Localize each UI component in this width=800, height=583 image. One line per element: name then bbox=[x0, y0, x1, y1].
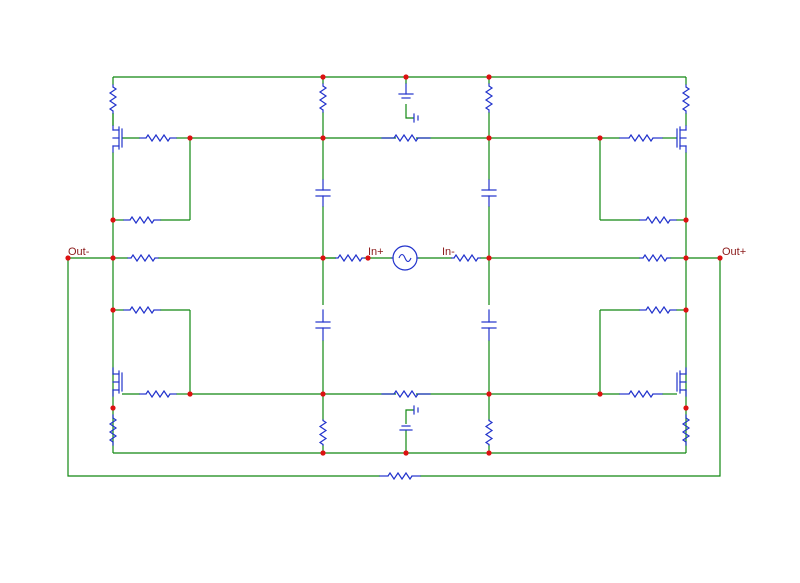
junction-node bbox=[110, 217, 116, 223]
junction-node bbox=[110, 405, 116, 411]
junction-node bbox=[110, 255, 116, 261]
wire bbox=[420, 258, 721, 477]
junction-nodes bbox=[65, 74, 723, 456]
junction-node bbox=[320, 74, 326, 80]
ac-source-wave bbox=[398, 253, 412, 263]
junction-node bbox=[486, 391, 492, 397]
resistor bbox=[393, 133, 419, 143]
junction-node bbox=[187, 391, 193, 397]
label-out-plus: Out+ bbox=[722, 246, 746, 258]
resistor bbox=[681, 417, 691, 443]
label-out-minus: Out- bbox=[68, 246, 90, 258]
junction-node bbox=[717, 255, 723, 261]
resistor bbox=[453, 253, 479, 263]
label-in-plus: In+ bbox=[368, 246, 384, 258]
junction-node bbox=[683, 255, 689, 261]
junction-node bbox=[320, 450, 326, 456]
resistor bbox=[484, 420, 494, 445]
resistor bbox=[318, 420, 328, 445]
wire bbox=[405, 409, 414, 424]
junction-node bbox=[486, 255, 492, 261]
resistor bbox=[628, 389, 654, 399]
junction-node bbox=[320, 391, 326, 397]
resistor bbox=[108, 86, 118, 112]
resistor bbox=[108, 417, 118, 443]
junction-node bbox=[597, 391, 603, 397]
resistor bbox=[387, 471, 413, 481]
resistor bbox=[628, 133, 654, 143]
wire bbox=[67, 258, 380, 477]
junction-node bbox=[110, 307, 116, 313]
resistor bbox=[145, 133, 171, 143]
resistor bbox=[484, 85, 494, 111]
junction-node bbox=[403, 450, 409, 456]
resistor bbox=[337, 253, 363, 263]
wire bbox=[405, 104, 414, 119]
junction-node bbox=[683, 405, 689, 411]
resistor bbox=[145, 389, 171, 399]
resistor bbox=[129, 305, 155, 315]
resistor bbox=[645, 305, 671, 315]
junction-node bbox=[365, 255, 371, 261]
junction-node bbox=[65, 255, 71, 261]
resistor bbox=[642, 253, 668, 263]
label-in-minus: In- bbox=[442, 246, 455, 258]
resistor bbox=[681, 86, 691, 112]
junction-node bbox=[486, 74, 492, 80]
junction-node bbox=[403, 74, 409, 80]
junction-node bbox=[683, 307, 689, 313]
resistor bbox=[318, 85, 328, 111]
junction-node bbox=[683, 217, 689, 223]
junction-node bbox=[320, 135, 326, 141]
wires bbox=[67, 76, 721, 477]
resistor bbox=[393, 389, 419, 399]
resistor bbox=[129, 215, 155, 225]
junction-node bbox=[597, 135, 603, 141]
labels: Out- Out+ In+ In- bbox=[68, 246, 746, 258]
resistor bbox=[130, 253, 156, 263]
junction-node bbox=[486, 450, 492, 456]
components bbox=[108, 83, 691, 481]
junction-node bbox=[187, 135, 193, 141]
resistor bbox=[645, 215, 671, 225]
junction-node bbox=[486, 135, 492, 141]
junction-node bbox=[320, 255, 326, 261]
